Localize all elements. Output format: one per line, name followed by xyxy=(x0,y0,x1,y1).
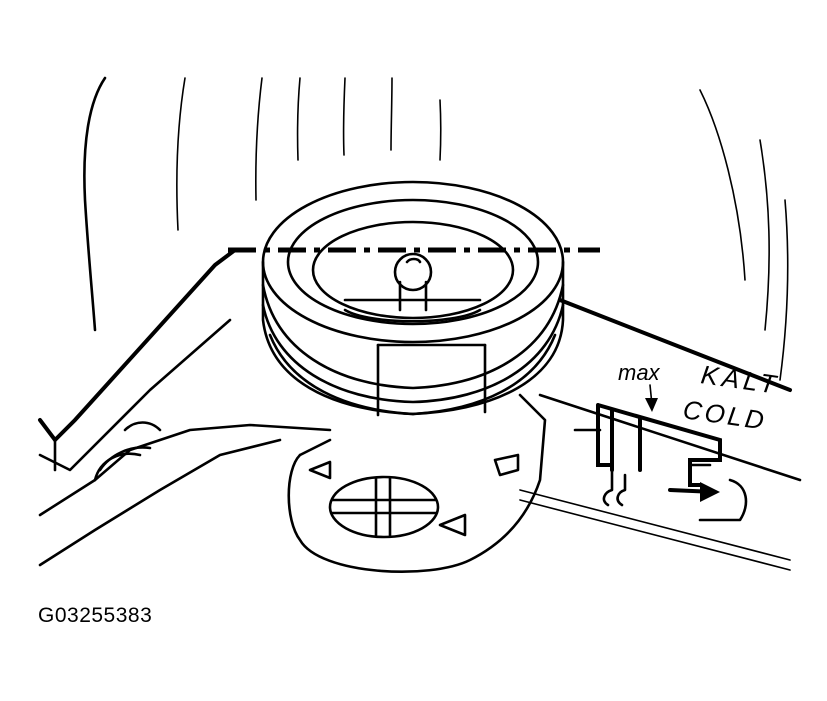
cold-label: COLD xyxy=(681,394,769,435)
housing-wall-left xyxy=(38,248,332,567)
reservoir-top-plate xyxy=(519,298,802,571)
figure-id: G03255383 xyxy=(38,604,153,627)
max-label: max xyxy=(618,360,661,385)
mounting-tab xyxy=(287,393,547,573)
kalt-label: KALT xyxy=(699,359,782,400)
valve-knob xyxy=(393,252,433,292)
reservoir-cap xyxy=(261,180,565,417)
max-pointer-icon xyxy=(645,398,658,412)
cross-slot-hole xyxy=(328,475,440,539)
engine-bay-contours xyxy=(83,76,789,381)
flow-arrow-icon xyxy=(700,482,720,502)
level-indicator-symbol xyxy=(573,384,722,507)
